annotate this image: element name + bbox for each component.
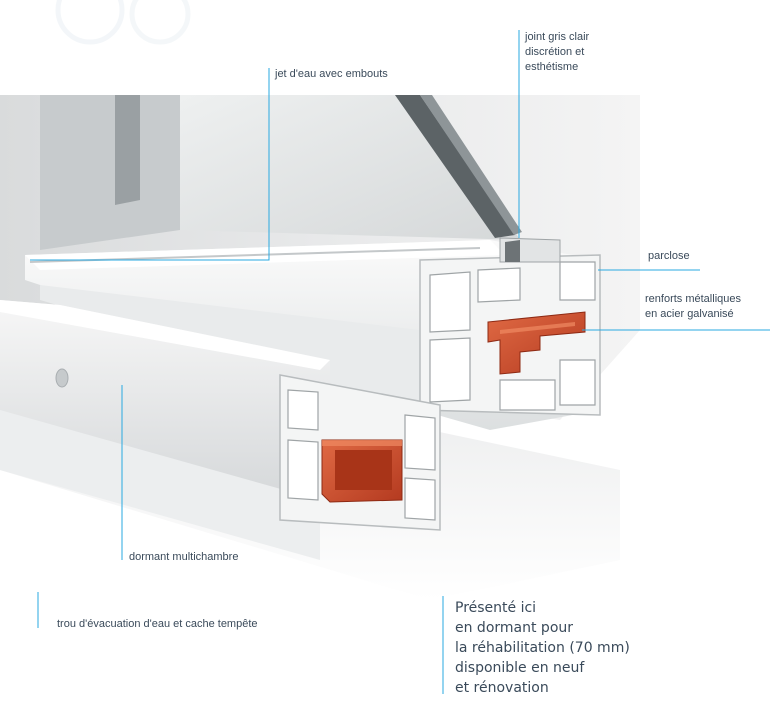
caption-line1: Présenté ici — [455, 600, 537, 616]
label-renforts: renforts métalliques en acier galvanisé — [645, 292, 741, 322]
label-trou: trou d'évacuation d'eau et cache tempête — [57, 618, 258, 630]
caption-line3: la réhabilitation (70 mm) — [455, 640, 630, 656]
label-joint-line2: discrétion et — [525, 46, 585, 58]
label-renforts-line1: renforts métalliques — [645, 293, 741, 305]
caption: Présenté ici en dormant pour la réhabili… — [455, 598, 630, 698]
caption-line2: en dormant pour — [455, 620, 574, 636]
label-joint: joint gris clair discrétion et esthétism… — [525, 30, 589, 75]
frame-profile — [0, 300, 441, 560]
leader-jet-eau — [30, 68, 270, 261]
caption-line5: et rénovation — [455, 680, 549, 696]
label-renforts-line2: en acier galvanisé — [645, 308, 734, 320]
label-jet-eau: jet d'eau avec embouts — [275, 68, 388, 80]
caption-line4: disponible en neuf — [455, 660, 585, 676]
leader-lines — [30, 30, 770, 694]
label-joint-line1: joint gris clair — [525, 31, 590, 43]
label-parclose: parclose — [648, 250, 690, 262]
sash-profile — [25, 237, 601, 430]
label-joint-line3: esthétisme — [525, 61, 579, 73]
label-dormant: dormant multichambre — [129, 551, 239, 563]
background-circle-motif — [55, 0, 191, 45]
